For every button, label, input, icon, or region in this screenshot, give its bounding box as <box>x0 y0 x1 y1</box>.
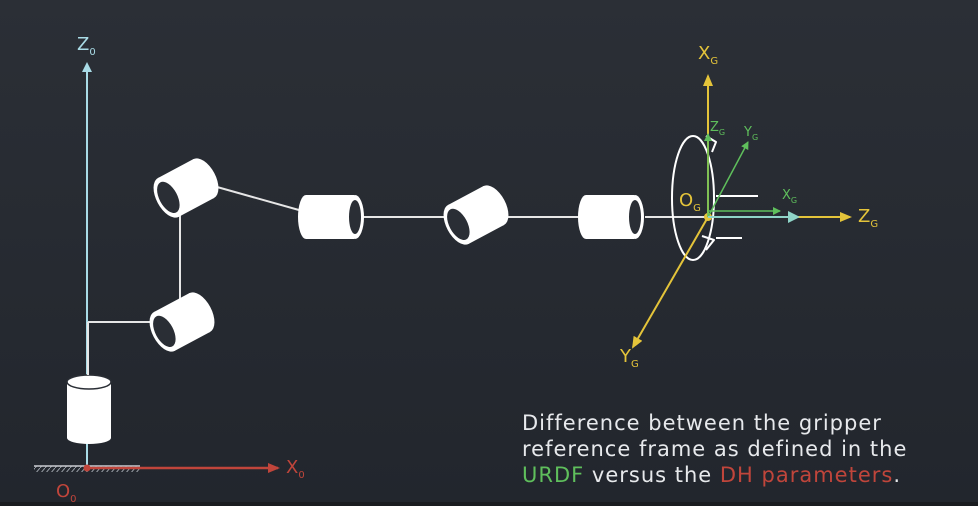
urdf-y-label: YG <box>743 125 758 142</box>
bottom-edge <box>0 502 978 506</box>
base-origin-label: O0 <box>56 481 77 505</box>
urdf-x-label: XG <box>782 188 797 205</box>
diagram-caption: Difference between the gripper reference… <box>522 410 972 488</box>
caption-urdf: URDF <box>522 463 585 487</box>
joint-4-cylinder <box>298 195 364 239</box>
base-z-label: Z0 <box>77 34 96 58</box>
joint-6-cylinder <box>578 195 644 239</box>
joint-5-cylinder <box>443 185 509 245</box>
caption-line-2: reference frame as defined in the <box>522 437 908 461</box>
robot-links <box>87 184 706 375</box>
dh-y-label: YG <box>619 346 639 370</box>
joint-2-cylinder <box>149 292 215 352</box>
dh-x-label: XG <box>698 43 718 67</box>
caption-line-1: Difference between the gripper <box>522 411 882 435</box>
dh-z-label: ZG <box>858 206 878 230</box>
base-origin-dot <box>83 464 91 472</box>
caption-period: . <box>893 463 902 487</box>
joint-3-cylinder <box>153 158 219 218</box>
caption-versus: versus the <box>584 463 720 487</box>
gripper-origin-label: OG <box>679 190 701 214</box>
urdf-z-label: ZG <box>710 120 725 137</box>
base-x-label: X0 <box>286 457 305 481</box>
joint-base-cylinder <box>66 374 112 444</box>
caption-dh: DH parameters <box>719 463 894 487</box>
urdf-gripper-frame <box>704 133 800 223</box>
caption-line-3: URDF versus the DH parameters. <box>522 462 972 488</box>
